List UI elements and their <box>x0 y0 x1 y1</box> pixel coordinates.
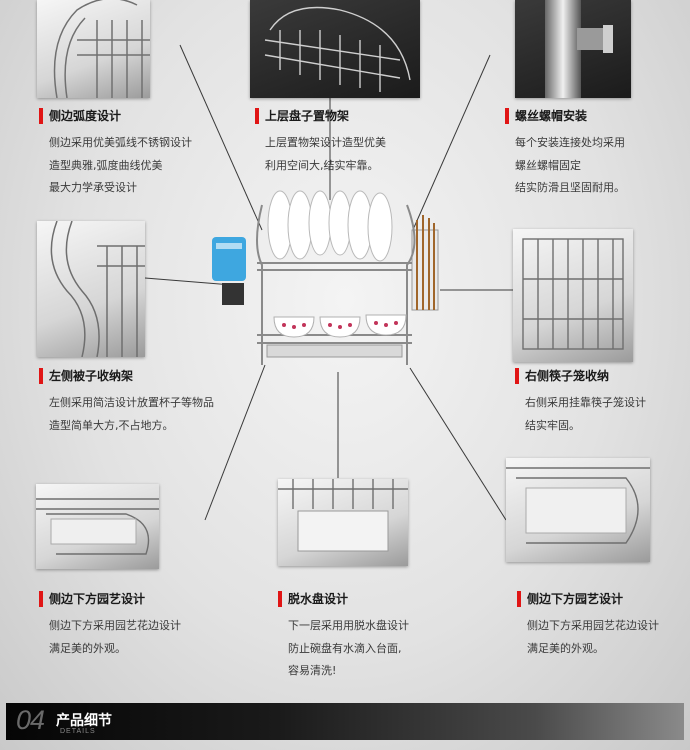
caption-title: 螺丝螺帽安装 <box>505 108 625 124</box>
upper-rack-illustration <box>264 6 411 92</box>
caption-line: 侧边下方采用园艺花边设计 <box>49 619 181 632</box>
caption-title: 右侧筷子笼收纳 <box>515 368 646 384</box>
caption-line: 最大力学承受设计 <box>49 181 137 194</box>
photo-chopstick-cage <box>513 229 633 362</box>
caption-line: 下一层采用用脱水盘设计 <box>288 619 409 632</box>
caption-title: 侧边弧度设计 <box>39 108 192 124</box>
drain-tray-illustration <box>278 479 408 552</box>
caption-line: 利用空间大,结实牢靠。 <box>265 158 379 172</box>
caption-line: 容易清洗! <box>288 664 337 677</box>
garden-right-illustration <box>506 467 650 544</box>
garden-left-illustration <box>36 498 159 555</box>
chopstick-cage-illustration <box>522 238 624 350</box>
photo-side-curve <box>37 0 150 98</box>
section-footer-bar: 04 产品细节 DETAILS <box>6 703 684 740</box>
caption-title: 左侧被子收纳架 <box>39 368 214 384</box>
caption-side-curve: 侧边弧度设计 侧边采用优美弧线不锈钢设计 造型典雅,弧度曲线优美 最大力学承受设… <box>39 108 192 200</box>
caption-line: 侧边下方采用园艺花边设计 <box>527 619 659 632</box>
rack-side-curve-illustration <box>53 0 150 98</box>
dish-rack-illustration <box>212 190 439 365</box>
caption-line: 左侧采用简洁设计放置杯子等物品 <box>49 396 214 409</box>
caption-line: 满足美的外观。 <box>527 641 604 655</box>
photo-drain-tray <box>278 479 408 566</box>
section-number: 04 <box>16 705 45 735</box>
connector-garden-right <box>409 367 507 521</box>
caption-line: 造型典雅,弧度曲线优美 <box>49 158 163 172</box>
caption-line: 右侧采用挂靠筷子笼设计 <box>525 396 646 409</box>
caption-title: 脱水盘设计 <box>278 591 409 607</box>
caption-title: 侧边下方园艺设计 <box>517 591 659 607</box>
caption-garden-left: 侧边下方园艺设计 侧边下方采用园艺花边设计 满足美的外观。 <box>39 591 181 660</box>
caption-drain-tray: 脱水盘设计 下一层采用用脱水盘设计 防止碗盘有水滴入台面, 容易清洗! <box>278 591 409 683</box>
photo-garden-left <box>36 484 159 569</box>
caption-line: 每个安装连接处均采用 <box>515 136 625 149</box>
screw-cap-illustration <box>545 0 613 98</box>
caption-line: 螺丝螺帽固定 <box>515 158 581 172</box>
caption-screw-cap: 螺丝螺帽安装 每个安装连接处均采用 螺丝螺帽固定 结实防滑且坚固耐用。 <box>505 108 625 200</box>
caption-line: 上层置物架设计造型优美 <box>265 136 386 149</box>
caption-title: 侧边下方园艺设计 <box>39 591 181 607</box>
photo-garden-right <box>506 458 650 562</box>
photo-screw-cap <box>515 0 631 98</box>
caption-line: 侧边采用优美弧线不锈钢设计 <box>49 136 192 149</box>
caption-garden-right: 侧边下方园艺设计 侧边下方采用园艺花边设计 满足美的外观。 <box>517 591 659 660</box>
caption-line: 满足美的外观。 <box>49 641 126 655</box>
caption-upper-plate: 上层盘子置物架 上层置物架设计造型优美 利用空间大,结实牢靠。 <box>255 108 386 177</box>
section-title: 产品细节 <box>56 713 112 729</box>
photo-main-product <box>212 185 452 375</box>
caption-line: 造型简单大方,不占地方。 <box>49 418 174 432</box>
caption-chopstick-cage: 右侧筷子笼收纳 右侧采用挂靠筷子笼设计 结实牢固。 <box>515 368 646 437</box>
caption-line: 结实牢固。 <box>525 418 580 432</box>
connector-garden-left <box>204 364 266 521</box>
photo-cup-holder <box>37 221 145 357</box>
cup-holder-illustration <box>50 221 145 357</box>
caption-cup-holder: 左侧被子收纳架 左侧采用简洁设计放置杯子等物品 造型简单大方,不占地方。 <box>39 368 214 437</box>
caption-line: 结实防滑且坚固耐用。 <box>515 181 625 194</box>
caption-line: 防止碗盘有水滴入台面, <box>288 641 402 655</box>
section-subtitle: DETAILS <box>60 728 96 735</box>
caption-title: 上层盘子置物架 <box>255 108 386 124</box>
photo-upper-plate <box>250 0 420 98</box>
